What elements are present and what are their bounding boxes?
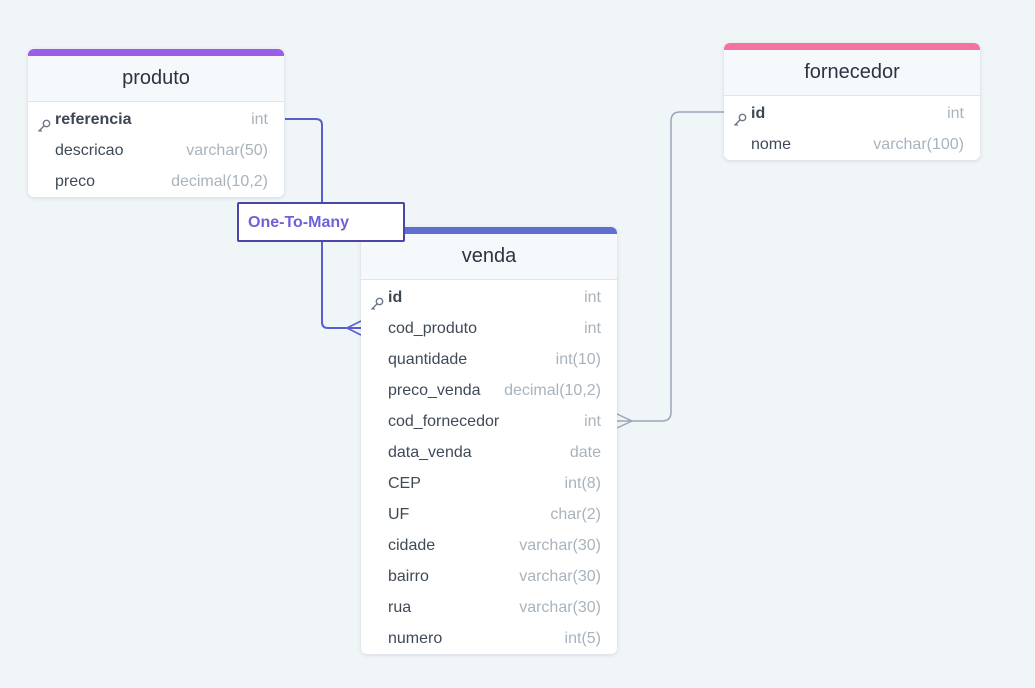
relationship-label[interactable]: One-To-Many: [237, 202, 405, 242]
field-row-numero[interactable]: numero int(5): [361, 623, 617, 654]
field-name: UF: [388, 506, 410, 523]
key-icon: [37, 113, 51, 133]
field-row-cidade[interactable]: cidade varchar(30): [361, 530, 617, 561]
relationship-fornecedor-venda[interactable]: [616, 111, 724, 429]
field-type: char(2): [550, 506, 601, 523]
field-row-nome[interactable]: nome varchar(100): [724, 129, 980, 160]
field-type: int: [947, 105, 964, 122]
crow-foot-many-icon: [616, 413, 633, 429]
field-type: int(8): [564, 475, 601, 492]
field-type: varchar(30): [519, 599, 601, 616]
field-name: cidade: [388, 537, 436, 554]
field-row-referencia[interactable]: referencia int: [28, 104, 284, 135]
table-fornecedor[interactable]: fornecedor id int nome varchar(100): [724, 43, 980, 160]
field-row-cod-produto[interactable]: cod_produto int: [361, 313, 617, 344]
field-name: referencia: [55, 111, 132, 128]
field-row-data-venda[interactable]: data_venda date: [361, 437, 617, 468]
field-row-id[interactable]: id int: [724, 98, 980, 129]
table-color-bar: [361, 227, 617, 234]
field-type: varchar(30): [519, 568, 601, 585]
field-name: rua: [388, 599, 412, 616]
field-name: data_venda: [388, 444, 472, 461]
field-name: nome: [751, 136, 792, 153]
field-name: preco_venda: [388, 382, 481, 399]
field-type: date: [569, 444, 601, 461]
table-color-bar: [724, 43, 980, 50]
field-type: int: [251, 111, 268, 128]
table-color-bar: [28, 49, 284, 56]
field-row-rua[interactable]: rua varchar(30): [361, 592, 617, 623]
field-type: decimal(10,2): [504, 382, 601, 399]
key-icon: [733, 107, 747, 127]
field-type: varchar(100): [873, 136, 964, 153]
field-name: preco: [55, 173, 96, 190]
field-name: CEP: [388, 475, 421, 492]
field-type: int(10): [555, 351, 601, 368]
crow-foot-many-icon: [346, 320, 362, 336]
field-type: int(5): [564, 630, 601, 647]
field-name: descricao: [55, 142, 124, 159]
field-type: varchar(30): [519, 537, 601, 554]
field-name: cod_fornecedor: [388, 413, 500, 430]
field-name: id: [388, 289, 403, 306]
field-row-preco-venda[interactable]: preco_venda decimal(10,2): [361, 375, 617, 406]
field-name: numero: [388, 630, 443, 647]
field-row-descricao[interactable]: descricao varchar(50): [28, 135, 284, 166]
field-type: int: [584, 413, 601, 430]
field-type: int: [584, 320, 601, 337]
field-type: decimal(10,2): [171, 173, 268, 190]
field-name: id: [751, 105, 766, 122]
field-row-cod-fornecedor[interactable]: cod_fornecedor int: [361, 406, 617, 437]
field-type: int: [584, 289, 601, 306]
field-row-quantidade[interactable]: quantidade int(10): [361, 344, 617, 375]
key-icon: [370, 291, 384, 311]
table-title[interactable]: fornecedor: [724, 50, 980, 96]
field-row-id[interactable]: id int: [361, 282, 617, 313]
field-row-bairro[interactable]: bairro varchar(30): [361, 561, 617, 592]
field-name: quantidade: [388, 351, 468, 368]
field-name: cod_produto: [388, 320, 477, 337]
table-title[interactable]: produto: [28, 56, 284, 102]
field-name: bairro: [388, 568, 429, 585]
relationship-line[interactable]: [617, 111, 724, 422]
field-type: varchar(50): [186, 142, 268, 159]
field-row-uf[interactable]: UF char(2): [361, 499, 617, 530]
field-row-cep[interactable]: CEP int(8): [361, 468, 617, 499]
field-row-preco[interactable]: preco decimal(10,2): [28, 166, 284, 197]
table-produto[interactable]: produto referencia int descricao varchar(50…: [28, 49, 284, 197]
